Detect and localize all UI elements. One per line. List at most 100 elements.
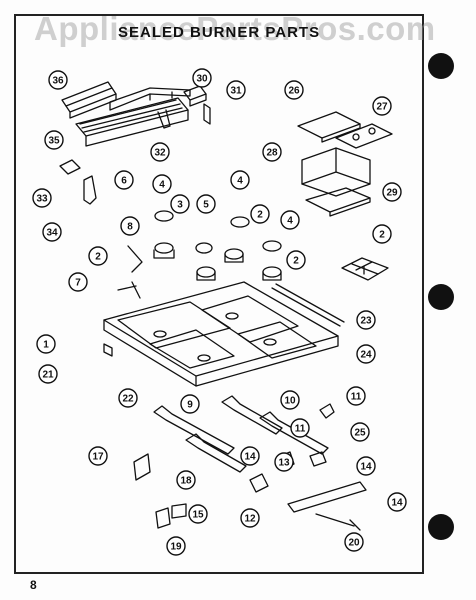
clips: [59, 159, 97, 205]
diagram-border: [14, 14, 424, 574]
callout-balloon: [356, 310, 376, 330]
callout-number: 3: [177, 200, 183, 211]
callout-balloon: [382, 182, 402, 202]
callout-number: 11: [295, 424, 306, 435]
callout-number: 27: [376, 102, 388, 113]
callout-number: 8: [127, 222, 133, 233]
valve-manifold: [155, 451, 367, 531]
binder-hole-top: [428, 53, 454, 79]
callout-balloon: [240, 446, 260, 466]
callout-number: 35: [48, 136, 60, 147]
callout-balloon: [38, 364, 58, 384]
callout-balloon: [196, 194, 216, 214]
cooktop: [103, 281, 339, 387]
callout-balloon: [356, 344, 376, 364]
callout-balloon: [166, 536, 186, 556]
callout-number: 2: [293, 256, 299, 267]
callout-balloon: [114, 170, 134, 190]
callout-balloon: [120, 216, 140, 236]
callout-number: 36: [52, 76, 64, 87]
orifice-parts: [103, 245, 143, 357]
callout-number: 2: [95, 252, 101, 263]
callout-number: 14: [391, 498, 403, 509]
callout-balloon: [42, 222, 62, 242]
callout-balloon: [180, 394, 200, 414]
callout-balloon: [280, 210, 300, 230]
grate: [341, 257, 389, 281]
binder-hole-middle: [428, 284, 454, 310]
callout-number: 21: [42, 370, 54, 381]
callout-number: 5: [203, 200, 209, 211]
callout-balloon: [356, 456, 376, 476]
callout-number: 13: [278, 458, 290, 469]
callout-balloon: [226, 80, 246, 100]
callout-number: 26: [288, 86, 300, 97]
callout-balloon: [262, 142, 282, 162]
page-number: 8: [30, 578, 37, 592]
diagram-title: SEALED BURNER PARTS: [118, 24, 321, 41]
callout-number: 18: [180, 476, 192, 487]
callout-balloon: [118, 388, 138, 408]
callout-number: 34: [46, 228, 58, 239]
callout-balloon: [68, 272, 88, 292]
callout-number: 32: [154, 148, 166, 159]
trim-strip: [271, 283, 345, 327]
callout-balloon: [192, 68, 212, 88]
callout-balloon: [152, 174, 172, 194]
callout-balloon: [150, 142, 170, 162]
callout-number: 9: [187, 400, 193, 411]
callout-number: 33: [36, 194, 48, 205]
callout-number: 2: [257, 210, 263, 221]
burner-box-parts: [297, 111, 393, 217]
callout-balloon: [284, 80, 304, 100]
callout-number: 2: [379, 230, 385, 241]
callout-number: 19: [170, 542, 182, 553]
callout-balloon: [88, 446, 108, 466]
callout-number: 31: [230, 86, 242, 97]
burner-caps: [153, 210, 282, 281]
callout-balloon: [48, 70, 68, 90]
callout-number: 12: [244, 514, 256, 525]
callout-number: 10: [284, 396, 296, 407]
callout-balloon: [290, 418, 310, 438]
callout-number: 6: [121, 176, 127, 187]
callout-balloon: [372, 224, 392, 244]
callout-balloon: [36, 334, 56, 354]
callout-number: 14: [360, 462, 372, 473]
callout-balloon: [286, 250, 306, 270]
callout-balloon: [372, 96, 392, 116]
callout-number: 28: [266, 148, 278, 159]
callout-balloon: [230, 170, 250, 190]
callout-balloon: [280, 390, 300, 410]
callout-balloon: [344, 532, 364, 552]
callout-balloon: [88, 246, 108, 266]
callout-number: 17: [92, 452, 104, 463]
callout-number: 15: [192, 510, 204, 521]
small-brackets: [183, 85, 211, 125]
callout-number: 23: [360, 316, 372, 327]
binder-hole-bottom: [428, 514, 454, 540]
callout-number: 30: [196, 74, 208, 85]
callout-number: 11: [351, 392, 362, 403]
callout-balloon: [250, 204, 270, 224]
callout-balloon: [350, 422, 370, 442]
burner-tubes: [133, 395, 335, 481]
callout-balloon: [170, 194, 190, 214]
callout-number: 4: [287, 216, 293, 227]
callout-balloon: [32, 188, 52, 208]
callout-number: 22: [122, 394, 134, 405]
callout-balloon: [240, 508, 260, 528]
callout-number: 4: [237, 176, 243, 187]
callout-balloon: [387, 492, 407, 512]
callout-number: 29: [386, 188, 398, 199]
callout-number: 7: [75, 278, 81, 289]
callout-number: 14: [244, 452, 256, 463]
callout-balloon: [176, 470, 196, 490]
callout-balloon: [44, 130, 64, 150]
callout-number: 24: [360, 350, 372, 361]
callout-balloon: [346, 386, 366, 406]
rear-trim-assembly: [61, 81, 191, 147]
